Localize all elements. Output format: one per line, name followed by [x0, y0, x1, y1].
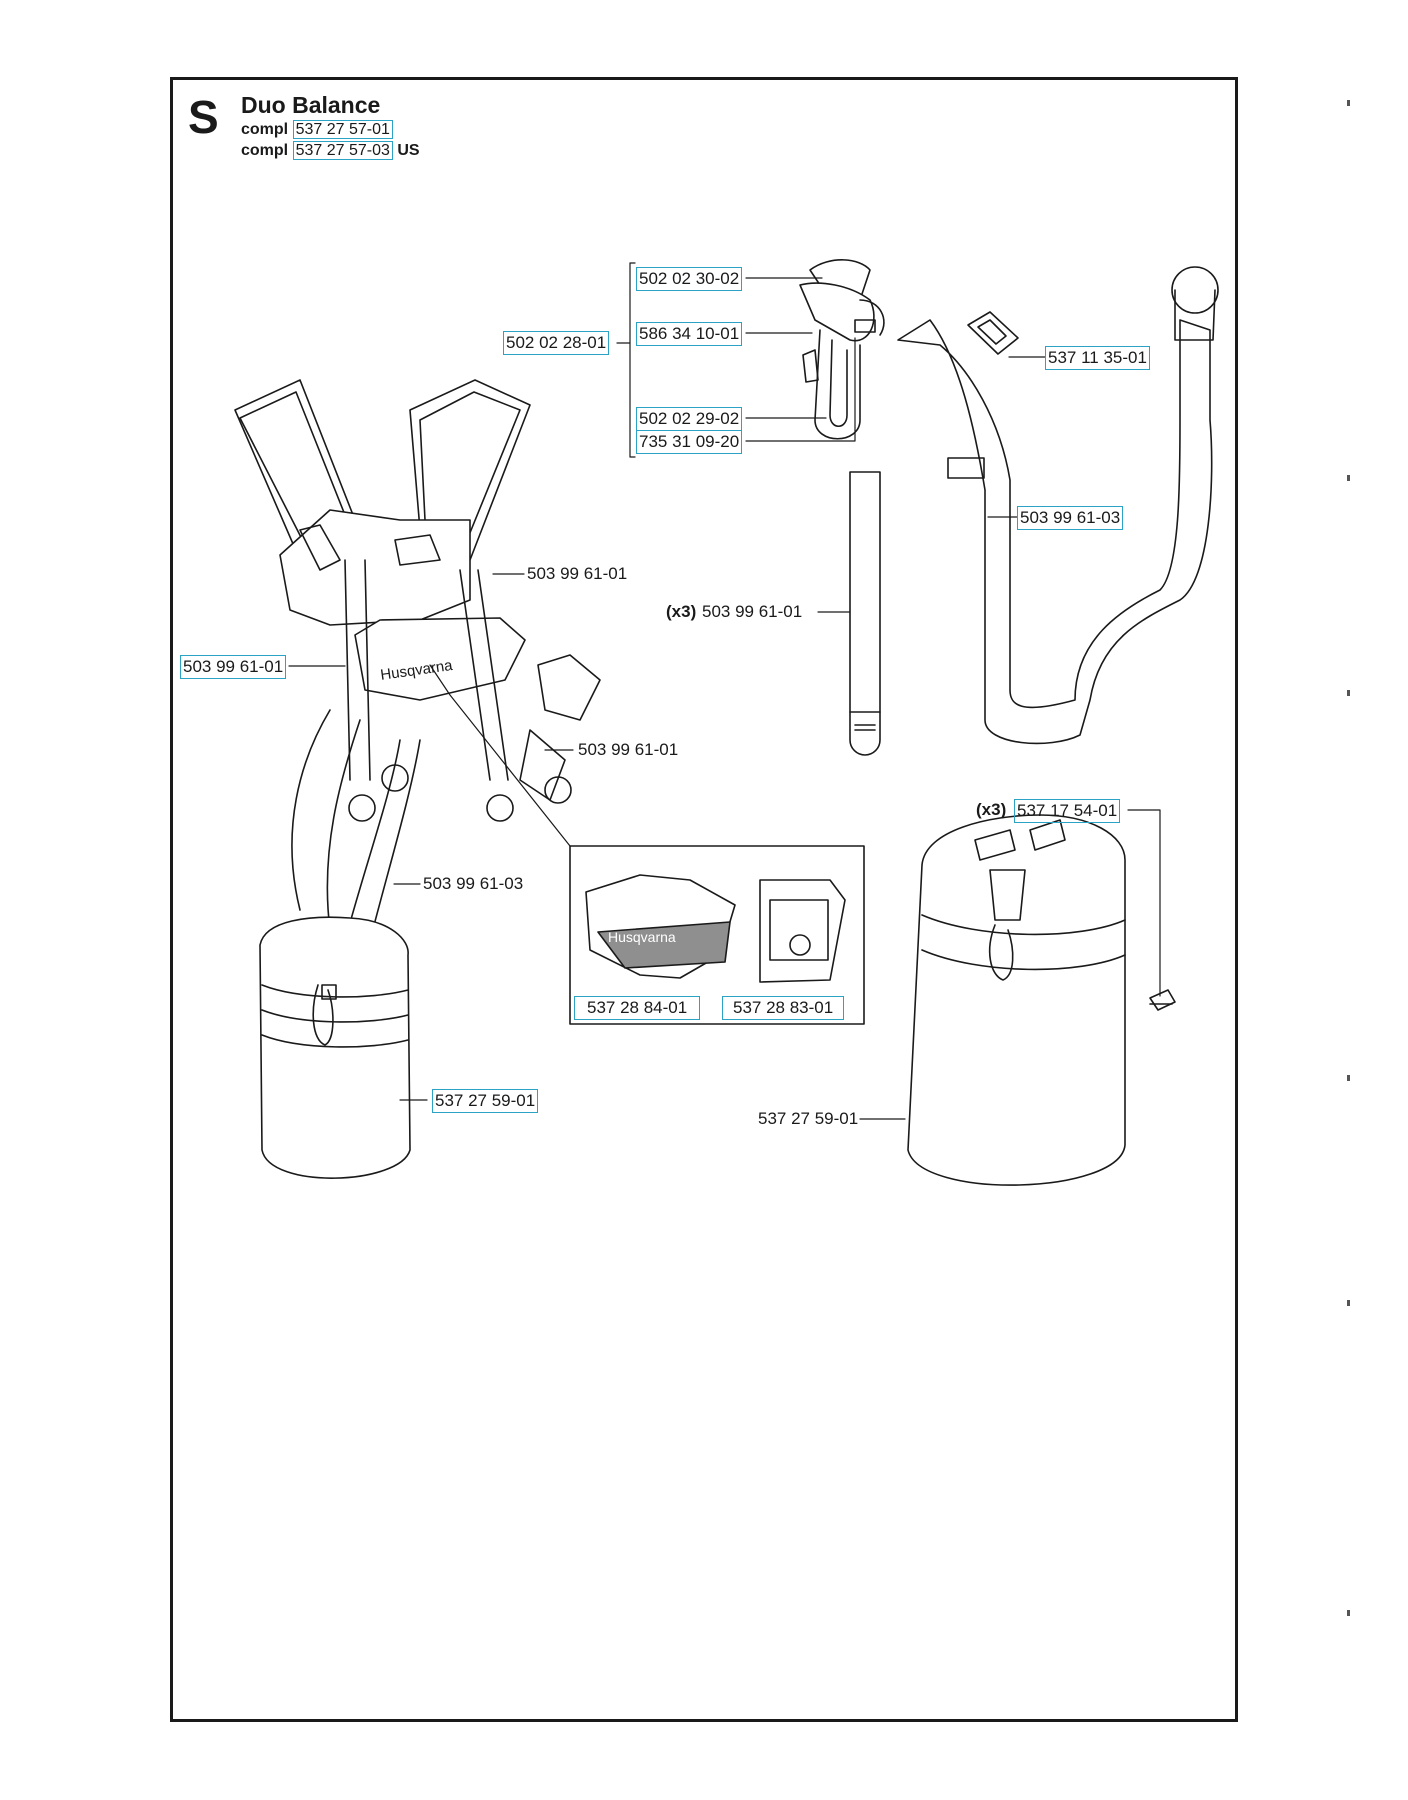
section-letter: S — [188, 91, 219, 143]
edge-mark — [1347, 1610, 1350, 1616]
part-label-503-99-61-01: 503 99 61-01 — [578, 740, 679, 759]
edge-mark — [1347, 690, 1350, 696]
part-link-537-28-84-01[interactable]: 537 28 84-01 — [574, 996, 701, 1020]
leader-lines — [288, 277, 1161, 1120]
part-label-503-99-61-03: 503 99 61-03 — [423, 874, 524, 893]
diagram-frame — [170, 77, 1238, 1722]
part-link-537-27-59-01[interactable]: 537 27 59-01 — [432, 1089, 539, 1113]
edge-mark — [1347, 475, 1350, 481]
edge-mark — [1347, 1300, 1350, 1306]
inset-logo-text: Husqvarna — [608, 929, 676, 945]
harness-drawing: Husqvarna — [234, 379, 601, 961]
part-link-503-99-61-03[interactable]: 503 99 61-03 — [1017, 506, 1124, 530]
part-link-735-31-09-20[interactable]: 735 31 09-20 — [636, 430, 743, 454]
cover-inset-drawing: Husqvarna — [569, 845, 865, 1025]
bag-left-drawing — [259, 916, 411, 1179]
compl-prefix: compl — [241, 142, 289, 159]
compl-part-link[interactable]: 537 27 57-03 — [292, 141, 393, 160]
section-title: Duo Balance — [241, 92, 381, 118]
hook-assembly-drawing — [799, 259, 885, 440]
compl-prefix: compl — [241, 121, 289, 138]
group-bracket — [616, 262, 636, 458]
short-strap-drawing — [849, 471, 881, 756]
part-link-502-02-30-02[interactable]: 502 02 30-02 — [636, 267, 743, 291]
compl-row-2: compl 537 27 57-03 US — [241, 141, 420, 161]
part-label-537-27-59-01: 537 27 59-01 — [758, 1109, 859, 1128]
part-link-502-02-29-02[interactable]: 502 02 29-02 — [636, 407, 743, 431]
part-link-537-17-54-01[interactable]: 537 17 54-01 — [1014, 799, 1121, 823]
screw-drawing — [1149, 989, 1176, 1011]
part-label-503-99-61-01: 503 99 61-01 — [702, 602, 803, 621]
part-link-537-28-83-01[interactable]: 537 28 83-01 — [722, 996, 845, 1020]
buckle-drawing — [967, 311, 1019, 355]
edge-mark — [1347, 1075, 1350, 1081]
part-link-503-99-61-01[interactable]: 503 99 61-01 — [180, 655, 287, 679]
edge-mark — [1347, 100, 1350, 106]
compl-part-link[interactable]: 537 27 57-01 — [292, 120, 393, 139]
bag-right-drawing — [907, 814, 1126, 1186]
compl-row-1: compl 537 27 57-01 — [241, 120, 393, 140]
part-link-502-02-28-01[interactable]: 502 02 28-01 — [503, 331, 610, 355]
long-strap-drawing — [897, 266, 1219, 745]
qty-label: (x3) — [976, 800, 1007, 819]
part-label-503-99-61-01: 503 99 61-01 — [527, 564, 628, 583]
compl-suffix: US — [397, 142, 420, 159]
qty-label: (x3) — [666, 602, 697, 621]
part-link-586-34-10-01[interactable]: 586 34 10-01 — [636, 322, 743, 346]
part-link-537-11-35-01[interactable]: 537 11 35-01 — [1045, 346, 1150, 370]
